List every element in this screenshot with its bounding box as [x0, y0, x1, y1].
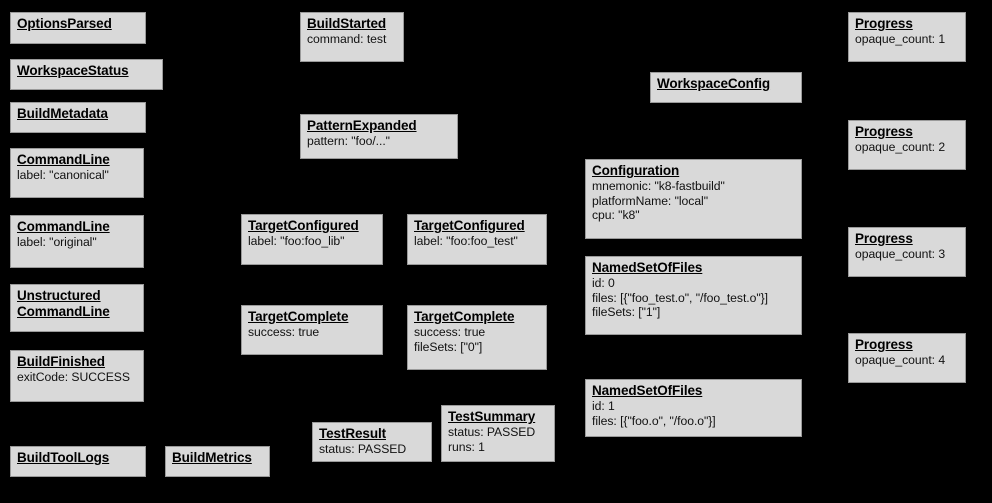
node-field: status: PASSED	[448, 425, 536, 439]
node-field: pattern: "foo/..."	[307, 134, 390, 148]
node-field: fileSets: ["1"]	[592, 305, 661, 319]
node-title: BuildStarted	[307, 16, 387, 31]
node-title: WorkspaceStatus	[17, 63, 129, 78]
node-field: label: "canonical"	[17, 168, 109, 182]
node-field: success: true	[248, 325, 320, 339]
node-fields: exitCode: SUCCESS	[17, 370, 137, 385]
node-field: cpu: "k8"	[592, 208, 640, 222]
node-fields: pattern: "foo/..."	[307, 134, 451, 149]
node-field: success: true	[414, 325, 486, 339]
node-title: TestResult	[319, 426, 387, 441]
node-field: mnemonic: "k8-fastbuild"	[592, 179, 725, 193]
node-field: runs: 1	[448, 439, 485, 454]
node-fields: opaque_count: 3	[855, 247, 959, 262]
node-fields: mnemonic: "k8-fastbuild"platformName: "l…	[592, 179, 795, 223]
node-title: Progress	[855, 231, 913, 246]
node-field: label: "foo:foo_lib"	[248, 234, 345, 248]
node-field: command: test	[307, 32, 387, 46]
node-field: files: [{"foo.o", "/foo.o"}]	[592, 413, 716, 428]
node-fields: label: "original"	[17, 235, 137, 250]
node-fields: command: test	[307, 32, 397, 47]
node-title: Progress	[855, 124, 913, 139]
node-fields: opaque_count: 4	[855, 353, 959, 368]
node-title: BuildMetadata	[17, 106, 108, 121]
node-title: CommandLine	[17, 152, 110, 167]
node-field: id: 0	[592, 276, 615, 290]
node-title: TargetConfigured	[248, 218, 359, 233]
node-title: TestSummary	[448, 409, 536, 424]
node-workspace-config[interactable]: WorkspaceConfig	[650, 72, 802, 103]
node-field: exitCode: SUCCESS	[17, 370, 130, 384]
node-title: CommandLine	[17, 219, 110, 234]
node-field: opaque_count: 4	[855, 353, 946, 367]
node-title: TargetComplete	[414, 309, 515, 324]
node-build-tool-logs[interactable]: BuildToolLogs	[10, 446, 146, 477]
node-title: Configuration	[592, 163, 680, 178]
node-title: TargetConfigured	[414, 218, 525, 233]
node-fields: opaque_count: 1	[855, 32, 959, 47]
node-title: NamedSetOfFiles	[592, 260, 703, 275]
node-field: status: PASSED	[319, 442, 407, 456]
node-field: files: [{"foo_test.o", "/foo_test.o"}]	[592, 290, 768, 305]
node-field: opaque_count: 3	[855, 247, 946, 261]
node-field: fileSets: ["0"]	[414, 339, 483, 354]
node-unstructured-command-line[interactable]: Unstructured CommandLine	[10, 284, 144, 332]
node-workspace-status[interactable]: WorkspaceStatus	[10, 59, 163, 90]
node-title: BuildMetrics	[172, 450, 252, 465]
node-title: Progress	[855, 16, 913, 31]
node-fields: success: true	[248, 325, 376, 340]
node-field: platformName: "local"	[592, 193, 708, 208]
node-title: WorkspaceConfig	[657, 76, 771, 91]
node-title: TargetComplete	[248, 309, 349, 324]
node-title: NamedSetOfFiles	[592, 383, 703, 398]
node-title: PatternExpanded	[307, 118, 417, 133]
node-title: BuildFinished	[17, 354, 105, 369]
node-field: opaque_count: 2	[855, 140, 946, 154]
node-title: OptionsParsed	[17, 16, 112, 31]
node-fields: label: "canonical"	[17, 168, 137, 183]
node-title: Unstructured CommandLine	[17, 288, 110, 319]
node-fields: status: PASSED	[319, 442, 425, 457]
node-field: id: 1	[592, 399, 615, 413]
node-field: label: "foo:foo_test"	[414, 234, 518, 248]
node-title: BuildToolLogs	[17, 450, 110, 465]
node-field: opaque_count: 1	[855, 32, 946, 46]
node-fields: label: "foo:foo_lib"	[248, 234, 376, 249]
node-build-metrics[interactable]: BuildMetrics	[165, 446, 270, 477]
node-build-metadata[interactable]: BuildMetadata	[10, 102, 146, 133]
node-options-parsed[interactable]: OptionsParsed	[10, 12, 146, 44]
node-fields: label: "foo:foo_test"	[414, 234, 540, 249]
node-field: label: "original"	[17, 235, 97, 249]
node-title: Progress	[855, 337, 913, 352]
node-fields: opaque_count: 2	[855, 140, 959, 155]
